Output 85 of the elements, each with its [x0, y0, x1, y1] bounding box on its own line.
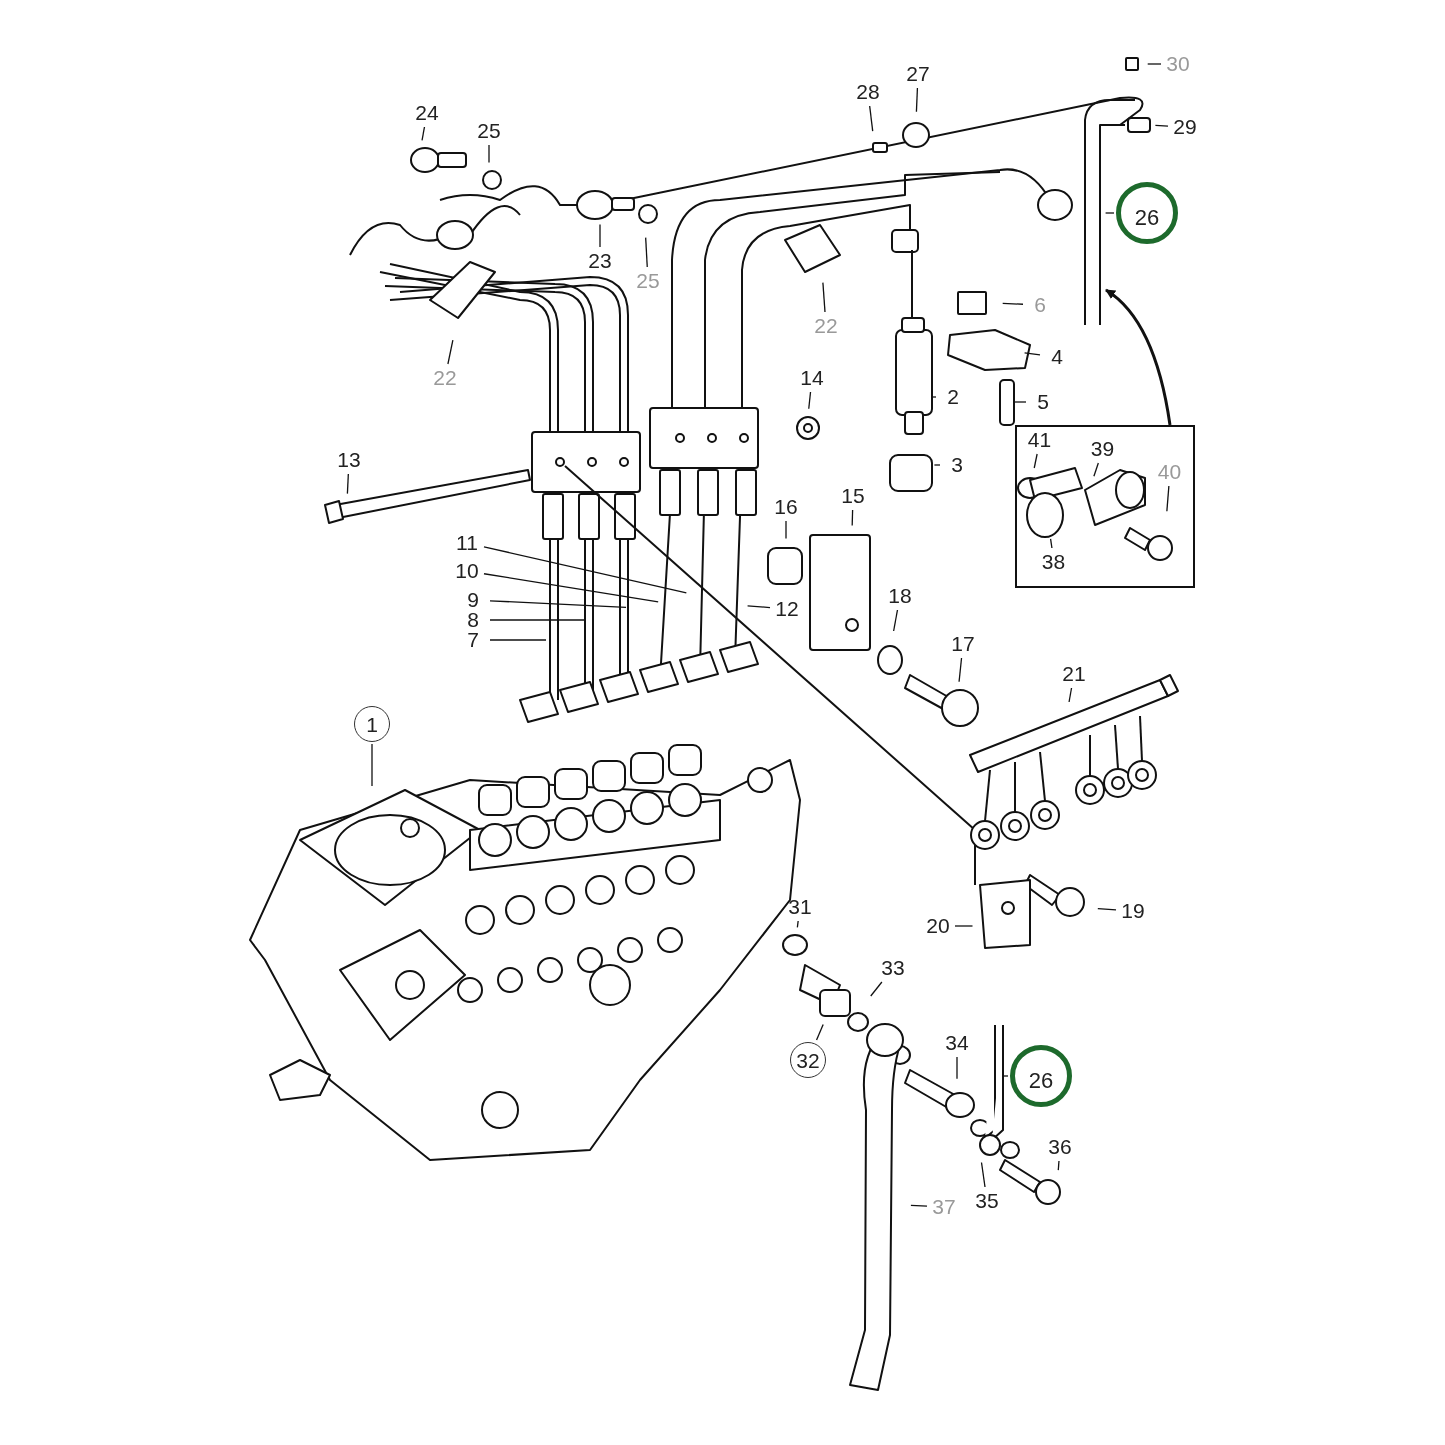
leader-line [870, 981, 883, 997]
circled-callout-number: 26 [1116, 182, 1178, 244]
callout-number: 11 [452, 531, 482, 555]
callout-number: 4 [1042, 345, 1072, 369]
callout-number: 31 [785, 895, 815, 919]
callout-number: 39 [1087, 436, 1118, 461]
leader-line [796, 920, 799, 928]
leader-line [851, 509, 854, 527]
callout-number: 15 [838, 484, 868, 508]
callout-number: 17 [948, 632, 978, 656]
leader-line [1023, 352, 1041, 356]
callout-number: 23 [585, 249, 615, 273]
callout-number: 28 [853, 80, 883, 104]
circled-callout-number: 26 [1010, 1045, 1072, 1107]
callout-number: 38 [1038, 549, 1069, 574]
leader-line [1147, 63, 1162, 65]
callout-number: 6 [1025, 293, 1055, 317]
callout-number: 29 [1170, 115, 1200, 139]
callout-number: 14 [797, 366, 827, 390]
leader-line [421, 126, 426, 141]
leader-line [980, 1161, 986, 1188]
leader-line [915, 87, 919, 113]
callout-number: 33 [878, 956, 908, 980]
leader-line [1104, 212, 1115, 214]
callout-number: 35 [972, 1189, 1002, 1213]
leader-line [1049, 538, 1053, 549]
callout-number: 3 [942, 453, 972, 477]
leader-line [1166, 485, 1170, 512]
leader-line [956, 1056, 958, 1080]
leader-line [488, 144, 490, 164]
leader-line [447, 339, 454, 365]
leader-line [869, 105, 874, 132]
curved-arrow [1105, 288, 1172, 426]
callout-number: 27 [903, 62, 933, 86]
callout-number: 22 [811, 314, 841, 338]
callout-number: 2 [938, 385, 968, 409]
leader-line [489, 619, 587, 621]
callout-number: 18 [885, 584, 915, 608]
leader-line [1057, 1160, 1060, 1171]
callout-number: 19 [1118, 899, 1148, 923]
callout-number: 10 [452, 559, 482, 583]
leader-line [483, 546, 687, 594]
callout-number: 40 [1154, 459, 1185, 484]
leader-line [822, 281, 826, 313]
inset-frame [1015, 425, 1195, 588]
callout-number: 22 [430, 366, 460, 390]
leader-line [746, 605, 771, 609]
leader-line [1093, 462, 1099, 477]
callout-number: 21 [1059, 662, 1089, 686]
callout-number: 37 [929, 1195, 959, 1219]
callout-number: 41 [1024, 427, 1055, 452]
leader-line [1003, 1075, 1009, 1077]
leader-line [954, 925, 974, 927]
leader-line [1033, 453, 1038, 469]
callout-number: 16 [771, 495, 801, 519]
callout-number: 13 [334, 448, 364, 472]
callout-number: 5 [1028, 390, 1058, 414]
callout-number: 30 [1163, 52, 1193, 76]
leader-line [958, 657, 963, 683]
callout-number: 24 [412, 101, 442, 125]
leader-line [815, 1023, 824, 1041]
leader-line [785, 520, 787, 540]
callout-number: 36 [1045, 1135, 1075, 1159]
leader-line [933, 464, 941, 466]
leader-line [1002, 302, 1024, 305]
leader-line [346, 473, 349, 495]
callout-number: 34 [942, 1031, 972, 1055]
callout-number: 25 [633, 269, 663, 293]
callout-number: 20 [923, 914, 953, 938]
leader-line [1012, 401, 1027, 403]
leader-line [489, 600, 627, 608]
leader-line [599, 223, 601, 248]
callout-number: 25 [474, 119, 504, 143]
leader-line [910, 1204, 928, 1207]
leader-line [808, 391, 812, 410]
leader-line [483, 573, 659, 603]
leader-line [1097, 907, 1117, 911]
leader-line [1154, 124, 1169, 127]
leader-line [489, 639, 547, 641]
leader-line [1068, 687, 1073, 703]
leader-line [645, 236, 648, 268]
leader-line [371, 743, 373, 787]
callout-number: 12 [772, 597, 802, 621]
leader-line [931, 396, 937, 398]
leader-line [893, 609, 899, 632]
